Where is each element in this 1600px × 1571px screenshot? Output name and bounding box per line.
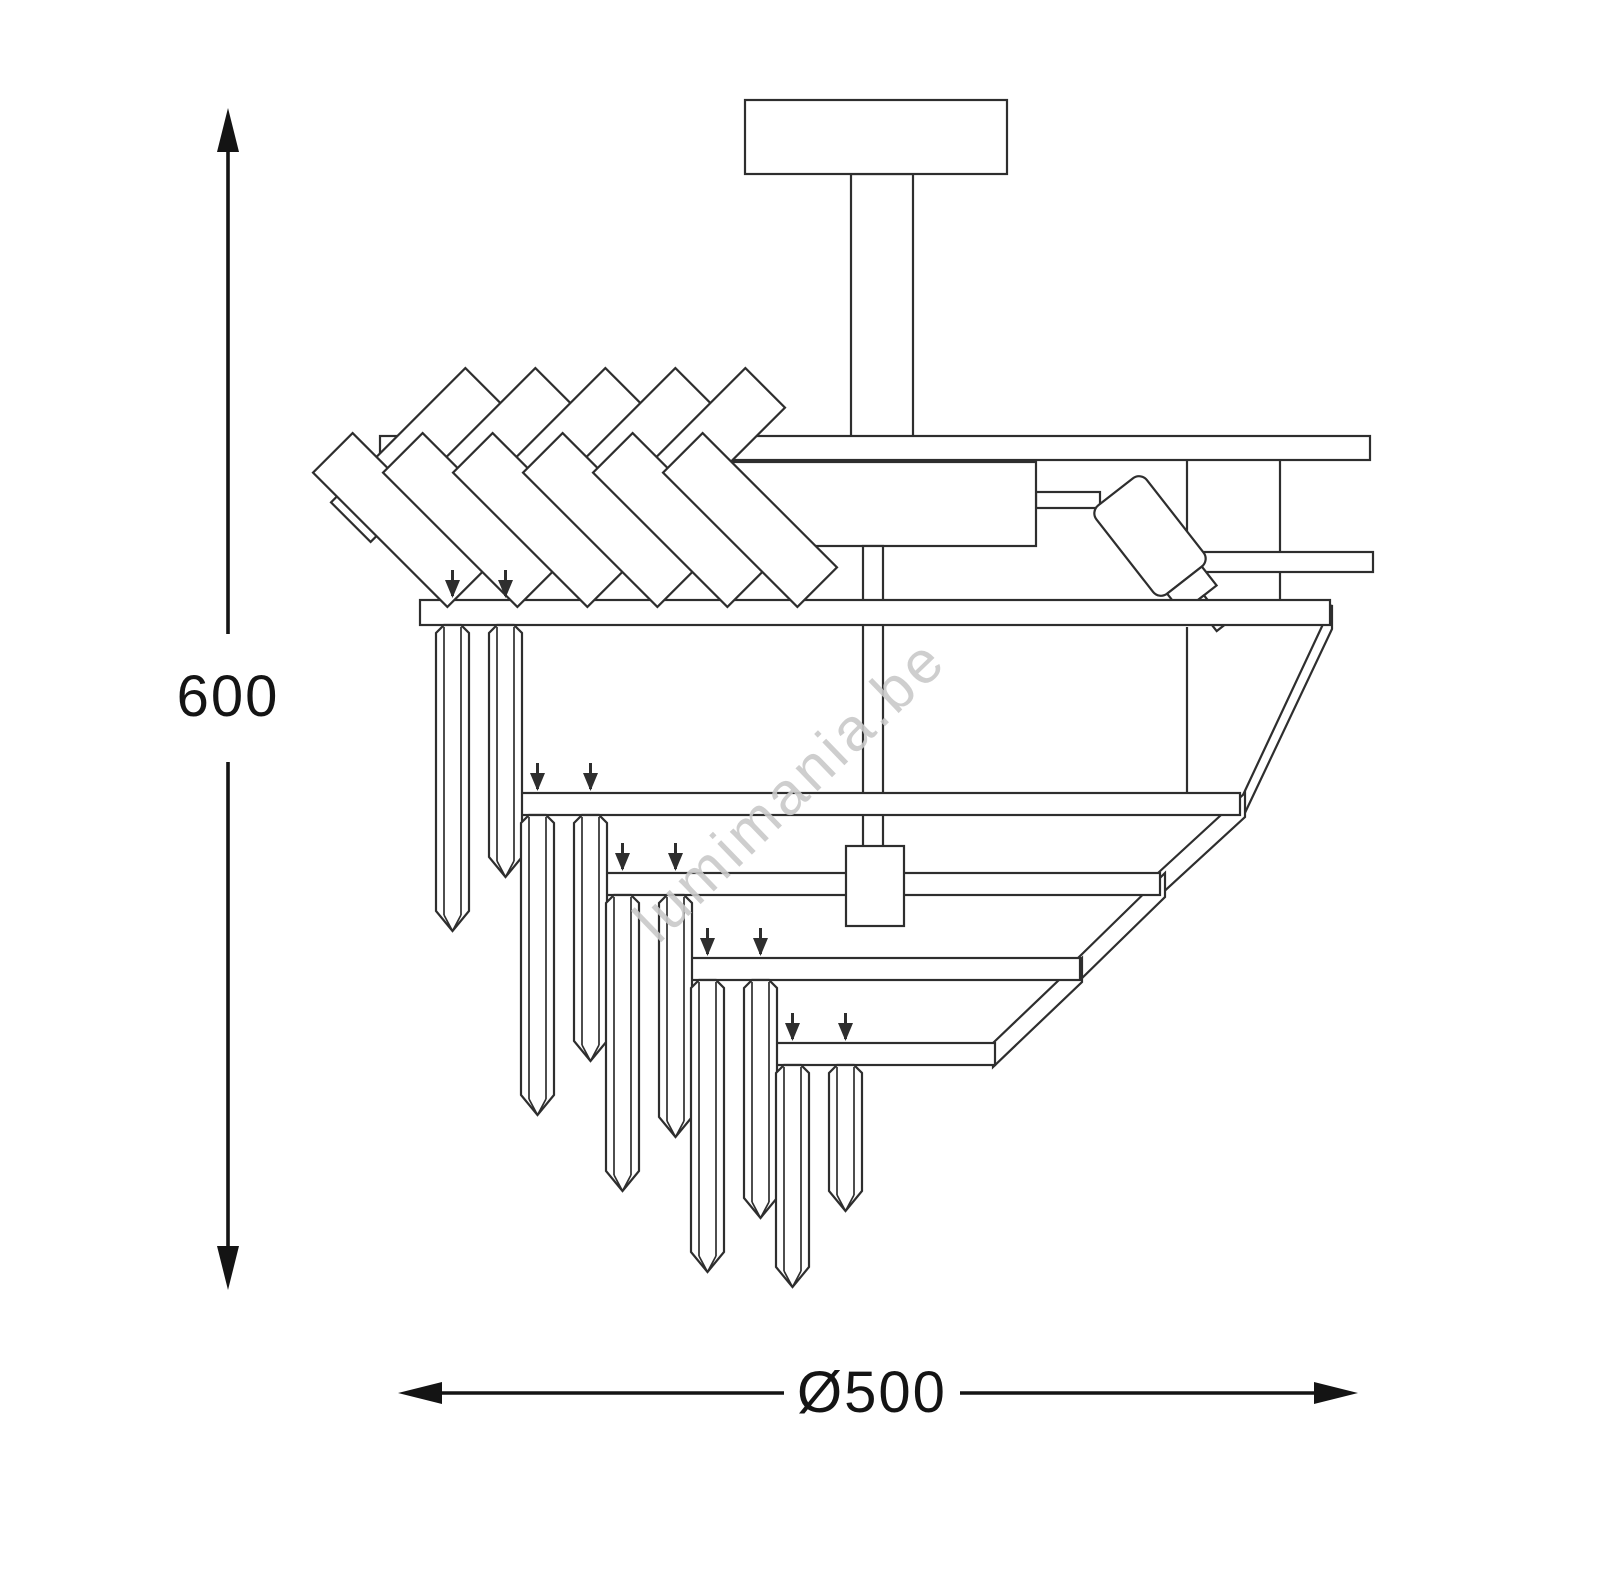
crystal-facet-line [621,1174,632,1192]
herringbone-slab [661,431,839,609]
hanger-hook-icon [785,1023,800,1041]
crystal-facet-line [751,1201,762,1219]
crystal-facet-line [674,1120,685,1138]
rod-finial [844,844,906,928]
crystal-facet-line [666,1120,677,1138]
crystal-facet-line [698,1255,709,1273]
lamp-housing-group [716,460,1228,633]
crystal-body [487,623,524,879]
hanger-hook-icon [753,938,768,956]
crystal-facet-line [783,1270,794,1288]
diameter-dimension: Ø500 [398,1360,1358,1425]
crystal-pendant [742,928,779,1220]
crystal-pendant [572,763,609,1063]
crystal-body [519,813,556,1117]
arrow-left-icon [398,1382,442,1404]
hanger-hook-icon [700,938,715,956]
crystal-body [572,813,609,1063]
tier-diagonals [991,604,1334,1070]
diameter-value: Ø500 [797,1360,947,1425]
crystal-facet-line [443,914,454,932]
hanger-hook-icon [615,853,630,871]
crystal-pendant [519,763,556,1117]
crystal-pendant [604,843,641,1193]
watermark: lumimania.be [621,625,959,954]
herringbone-crystal-layer [311,366,839,609]
hanging-crystal-prisms [434,570,864,1289]
crystal-facet-line [759,1201,770,1219]
crystal-facet-line [528,1098,539,1116]
tier-diagonal [1241,604,1334,818]
crystal-facet-line [581,1044,592,1062]
crystal-pendant [487,570,524,879]
crystal-body [689,978,726,1274]
crystal-facet-line [836,1194,847,1212]
frame-rung [1183,550,1375,574]
support-frame [1183,460,1375,602]
crystal-facet-line [589,1044,600,1062]
crystal-facet-line [844,1194,855,1212]
mounting-stem [849,172,915,440]
crystal-body [827,1063,864,1213]
ceiling-canopy [743,98,1009,176]
crystal-body [742,978,779,1220]
arrow-up-icon [217,108,239,152]
hanger-hook-icon [530,773,545,791]
hanger-hook-icon [838,1023,853,1041]
spotlight-bracket [1034,490,1102,510]
crystal-facet-line [613,1174,624,1192]
arrow-down-icon [217,1246,239,1290]
tier-ring-1 [503,791,1242,817]
crystal-facet-line [496,860,507,878]
crystal-pendant [774,1013,811,1289]
hanger-hook-icon [583,773,598,791]
crystal-facet-line [536,1098,547,1116]
tier-ring-3 [673,956,1082,982]
crystal-body [604,893,641,1193]
arrow-right-icon [1314,1382,1358,1404]
crystal-facet-line [504,860,515,878]
crystal-facet-line [451,914,462,932]
crystal-facet-line [706,1255,717,1273]
hanger-hook-icon [498,580,513,598]
crystal-body [434,623,471,933]
ceiling-mount [743,98,1009,440]
crystal-pendant [434,570,471,933]
middle-ring-bar [418,598,1332,627]
crystal-pendant [657,843,694,1139]
crystal-pendant [689,928,726,1274]
crystal-pendant [827,1013,864,1213]
tier-ring-4 [758,1041,997,1067]
hanger-hook-icon [668,853,683,871]
crystal-body [774,1063,811,1289]
crystal-facet-line [791,1270,802,1288]
hanger-hook-icon [445,580,460,598]
height-value: 600 [177,664,280,729]
height-dimension: 600 [177,108,280,1290]
